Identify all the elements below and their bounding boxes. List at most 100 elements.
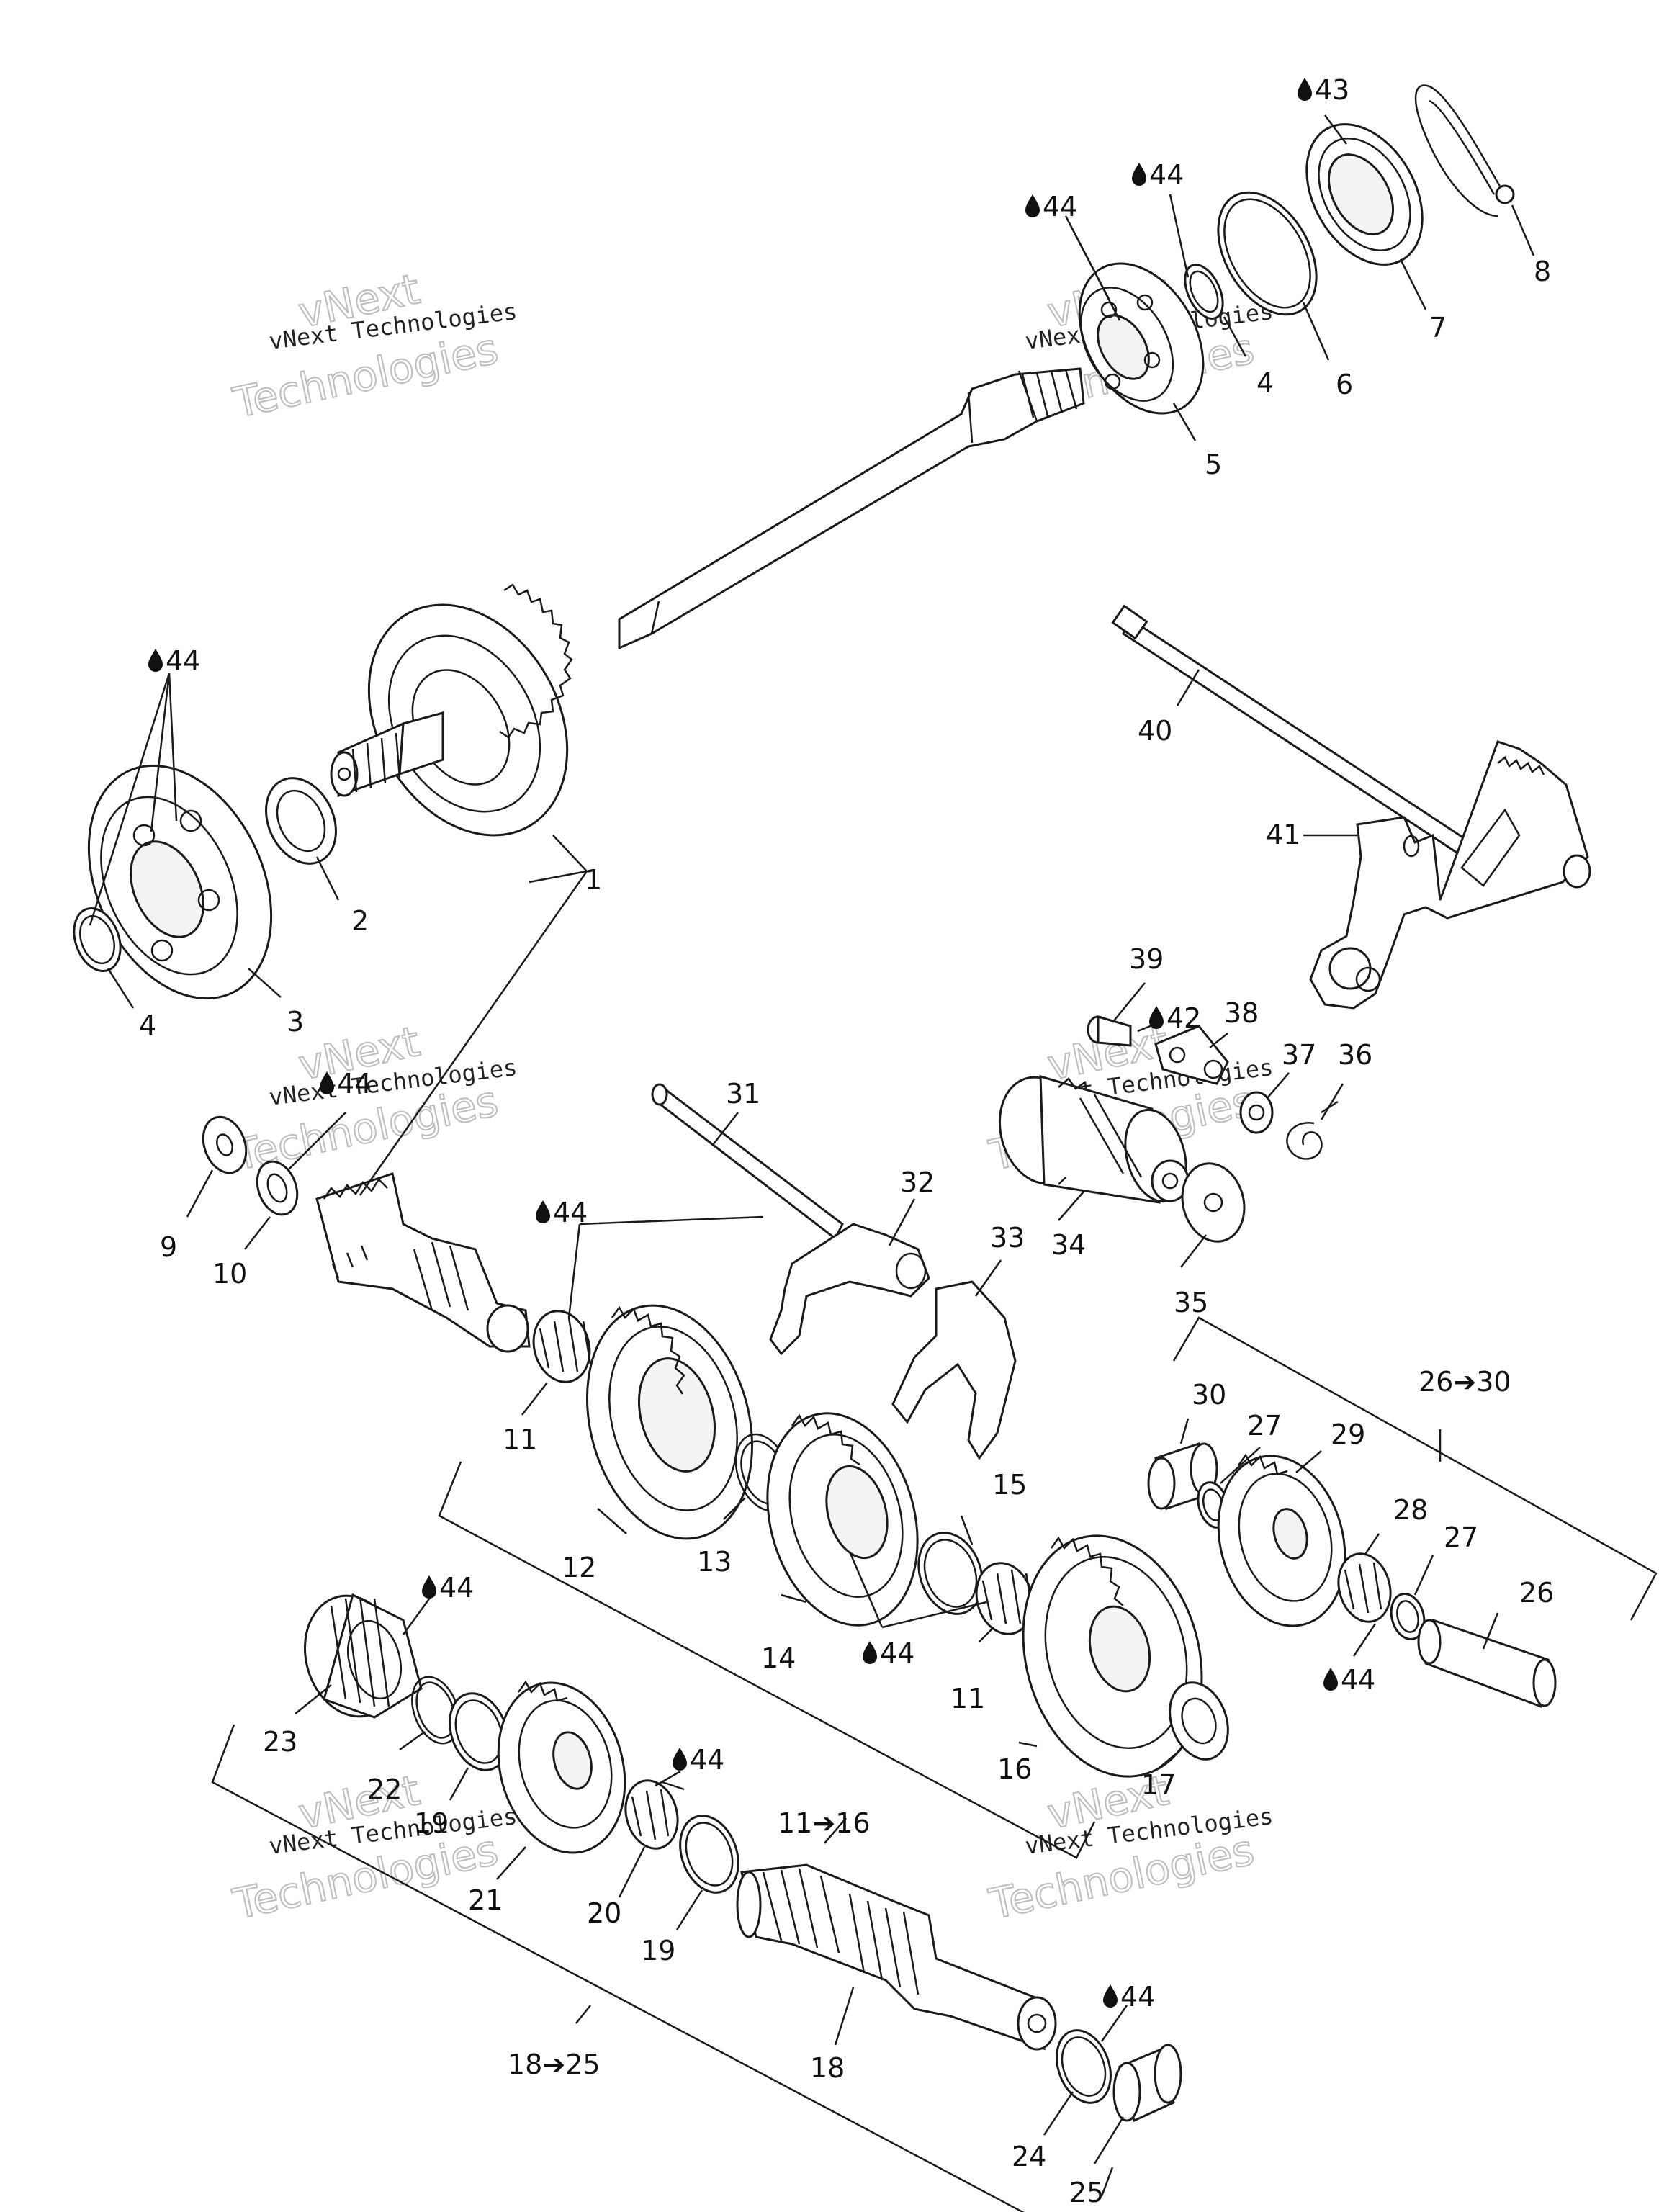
lube-mark-44-j: 44 xyxy=(1103,1981,1155,2013)
part-12-gear xyxy=(585,1304,754,1540)
callout-4-left: 4 xyxy=(139,1010,156,1041)
callout-37: 37 xyxy=(1282,1039,1316,1071)
part-36-spring xyxy=(1286,1100,1339,1160)
part-26-shaft xyxy=(1417,1619,1557,1709)
callout-7: 7 xyxy=(1429,312,1447,343)
part-24-washer xyxy=(1056,2029,1112,2104)
lube-mark-44-i: 44 xyxy=(673,1744,724,1776)
callout-30: 30 xyxy=(1192,1379,1226,1411)
callout-25: 25 xyxy=(1069,2177,1104,2208)
callout-22: 22 xyxy=(367,1773,402,1805)
part-27-washer-b xyxy=(1390,1593,1426,1640)
callout-16: 16 xyxy=(997,1753,1032,1785)
callout-18: 18 xyxy=(810,2052,845,2084)
lube-mark-44-e: 44 xyxy=(536,1197,588,1228)
callout-29: 29 xyxy=(1331,1419,1365,1450)
part-20-needle-bearing xyxy=(624,1779,679,1850)
lube-mark-44-d: 44 xyxy=(320,1068,372,1100)
callout-2: 2 xyxy=(351,905,369,937)
callout-27-b: 27 xyxy=(1444,1521,1478,1553)
svg-text:42: 42 xyxy=(1166,1002,1201,1034)
part-16-gear xyxy=(1022,1534,1203,1778)
callout-14: 14 xyxy=(761,1642,796,1674)
callout-27-a: 27 xyxy=(1247,1410,1282,1442)
part-17-washer xyxy=(1169,1681,1229,1761)
part-4-washer-top xyxy=(1184,264,1224,320)
lube-mark-43: 43 xyxy=(1298,74,1349,106)
svg-text:44: 44 xyxy=(337,1068,372,1100)
group-label-18-25: 18➔25 xyxy=(508,2049,601,2080)
group-bracket-11-16 xyxy=(438,1461,1096,1859)
callout-41: 41 xyxy=(1266,819,1300,850)
part-10-needle-bearing xyxy=(256,1160,299,1216)
part-15-washer xyxy=(917,1532,984,1615)
callout-36: 36 xyxy=(1338,1039,1372,1071)
part-38-stopper-lever xyxy=(1154,1025,1229,1085)
callout-33: 33 xyxy=(990,1222,1025,1254)
leader-lines xyxy=(89,114,1535,2164)
callout-31: 31 xyxy=(726,1078,760,1110)
callout-32: 32 xyxy=(900,1166,935,1198)
part-8-circlip xyxy=(1414,84,1515,217)
callout-9: 9 xyxy=(160,1231,177,1263)
callout-4-top: 4 xyxy=(1256,367,1274,399)
part-14-gear xyxy=(766,1412,919,1627)
svg-text:44: 44 xyxy=(553,1197,588,1228)
callout-5: 5 xyxy=(1205,449,1222,480)
group-bracket-26-30 xyxy=(1172,1316,1658,1621)
svg-text:44: 44 xyxy=(1120,1981,1155,2013)
callout-labels: 8 7 6 4 5 1 2 3 4 40 41 39 38 37 36 31 3… xyxy=(139,256,1554,2208)
watermark-bottom-right: vNext vNext Technologies Technologies xyxy=(984,1765,1274,1930)
callout-15: 15 xyxy=(992,1469,1027,1501)
part-1-output-shaft xyxy=(330,367,1085,837)
part-3-ball-bearing xyxy=(87,764,273,1000)
watermark-top-left: vNext vNext Technologies Technologies xyxy=(228,264,518,428)
callout-11-b: 11 xyxy=(950,1683,985,1714)
callout-35: 35 xyxy=(1174,1287,1208,1318)
svg-text:44: 44 xyxy=(690,1744,724,1776)
part-18-countershaft xyxy=(736,1863,1057,2051)
part-25-bushing xyxy=(1112,2044,1182,2123)
callout-24: 24 xyxy=(1012,2141,1046,2172)
part-19-washer-a xyxy=(449,1692,509,1771)
part-34-shift-drum xyxy=(998,1074,1190,1204)
callout-19-b: 19 xyxy=(641,1935,675,1966)
lube-mark-44-c: 44 xyxy=(148,645,200,677)
part-2-shim xyxy=(265,777,337,865)
callout-40: 40 xyxy=(1138,715,1172,747)
part-11-needle-bearing-a xyxy=(532,1310,592,1383)
callout-17: 17 xyxy=(1141,1769,1176,1801)
svg-text:44: 44 xyxy=(1149,159,1184,191)
part-29-gear xyxy=(1217,1453,1346,1627)
lube-mark-44-b: 44 xyxy=(1025,191,1077,222)
svg-text:44: 44 xyxy=(880,1637,914,1669)
group-label-26-30: 26➔30 xyxy=(1419,1366,1511,1398)
callout-20: 20 xyxy=(587,1897,621,1929)
svg-text:43: 43 xyxy=(1315,74,1349,106)
svg-text:44: 44 xyxy=(439,1572,474,1604)
svg-text:44: 44 xyxy=(166,645,200,677)
svg-text:44: 44 xyxy=(1341,1664,1375,1696)
lube-mark-44-f: 44 xyxy=(863,1637,914,1669)
callout-11-a: 11 xyxy=(503,1424,537,1455)
part-7-oil-seal xyxy=(1305,123,1424,266)
callout-10: 10 xyxy=(212,1258,247,1290)
callout-3: 3 xyxy=(287,1006,304,1038)
callout-23: 23 xyxy=(263,1726,297,1758)
callout-13: 13 xyxy=(697,1546,732,1578)
part-28-needle-bearing xyxy=(1337,1552,1392,1623)
group-bracket-18-25 xyxy=(211,1724,1114,2212)
part-6-ring xyxy=(1217,191,1318,316)
svg-text:44: 44 xyxy=(1043,191,1077,222)
lube-mark-42: 42 xyxy=(1149,1002,1201,1034)
lube-mark-44-g: 44 xyxy=(1323,1664,1375,1696)
callout-6: 6 xyxy=(1336,369,1353,400)
callout-38: 38 xyxy=(1224,997,1259,1029)
callout-19-a: 19 xyxy=(414,1807,449,1839)
part-35-index-plate xyxy=(1181,1162,1246,1243)
callout-26: 26 xyxy=(1519,1577,1554,1609)
callout-8: 8 xyxy=(1534,256,1551,287)
callout-21: 21 xyxy=(468,1884,503,1916)
part-pinion-shaft xyxy=(315,1172,531,1353)
